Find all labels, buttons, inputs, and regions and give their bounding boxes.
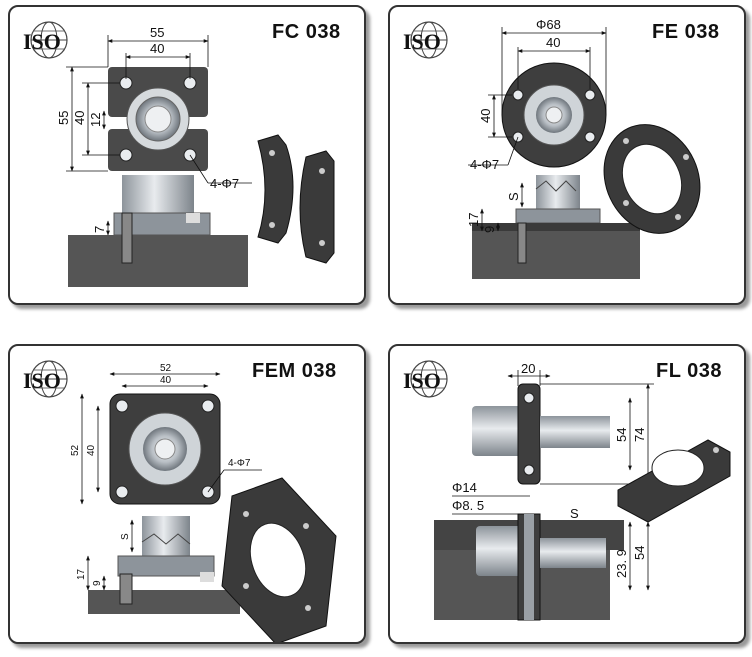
fc-flange-top-view [108,67,208,171]
iso-logo-icon: ISO [23,21,68,59]
fl-drawing: ISO 20 54 74 [403,360,731,621]
fe-dim-diameter: Φ68 [536,17,561,32]
fe-dim-17: 17 [466,213,481,227]
panel-title-fl: FL 038 [656,360,722,382]
fl-cylinder-side-bottom [434,513,624,621]
fl-dim-74: 74 [632,428,647,442]
fem-drawing: ISO 52 40 52 40 4-Φ7 [23,360,337,642]
fc-dim-55-vertical: 55 [56,111,71,125]
fe-dim-40: 40 [546,35,560,50]
fc-dim-holes: 4-Φ7 [210,176,239,191]
fem-dim-holes: 4-Φ7 [228,458,251,469]
panel-fc-038: ISO 55 40 55 [8,5,366,305]
panel-fe-038: ISO Φ68 40 40 4-Φ7 [388,5,746,305]
iso-logo-icon: ISO [23,360,68,398]
iso-logo-icon: ISO [403,21,448,59]
fem-flange-plate-3d [221,477,337,642]
svg-text:ISO: ISO [23,368,61,393]
fc-dim-7: 7 [92,226,107,233]
fl-dim-20: 20 [521,361,535,376]
fem-dim-52-vertical: 52 [70,444,81,456]
fc-dim-40-vertical: 40 [72,111,87,125]
fem-cylinder-side-view [88,516,240,614]
fem-dim-52: 52 [160,363,172,374]
fl-dim-54: 54 [614,428,629,442]
fc-dim-55: 55 [150,25,164,40]
svg-text:ISO: ISO [403,368,441,393]
svg-text:ISO: ISO [403,29,441,54]
fc-drawing: ISO 55 40 55 [23,21,335,287]
fe-cylinder-side-view [472,175,640,279]
svg-text:ISO: ISO [23,29,61,54]
fe-flange-ring-3d [603,124,701,234]
fem-dim-40-vertical: 40 [86,444,97,456]
panel-title-fc: FC 038 [272,21,341,43]
iso-logo-icon: ISO [403,360,448,398]
panel-title-fem: FEM 038 [252,360,337,382]
fl-dim-phi8-5: Φ8. 5 [452,498,484,513]
fem-dim-17: 17 [76,568,87,580]
fem-dim-40: 40 [160,375,172,386]
fe-drawing: ISO Φ68 40 40 4-Φ7 [403,17,701,279]
fe-dim-9: 9 [482,226,497,233]
fe-dim-holes: 4-Φ7 [470,157,499,172]
fc-dim-40: 40 [150,41,164,56]
fc-clamp-halves [257,134,335,264]
fem-dim-9: 9 [92,580,103,586]
fc-cylinder-side-view [68,175,248,287]
fl-dim-23-9: 23. 9 [614,549,629,578]
fl-cylinder-side-top [472,383,610,485]
fl-dim-54-bottom: 54 [632,546,647,560]
fe-flange-front-view [501,62,607,168]
fe-dim-40-vertical: 40 [478,109,493,123]
fe-dim-stroke: S [506,192,521,201]
panel-fl-038: ISO 20 54 74 [388,344,746,644]
fl-clamp-3d [617,439,731,523]
fem-dim-stroke: S [120,533,131,540]
panel-title-fe: FE 038 [652,21,720,43]
fl-dim-stroke: S [570,506,579,521]
fc-dim-12: 12 [88,113,103,127]
fl-dim-phi14: Φ14 [452,480,477,495]
panel-fem-038: ISO 52 40 52 40 4-Φ7 [8,344,366,644]
fem-flange-front-view [109,393,221,505]
